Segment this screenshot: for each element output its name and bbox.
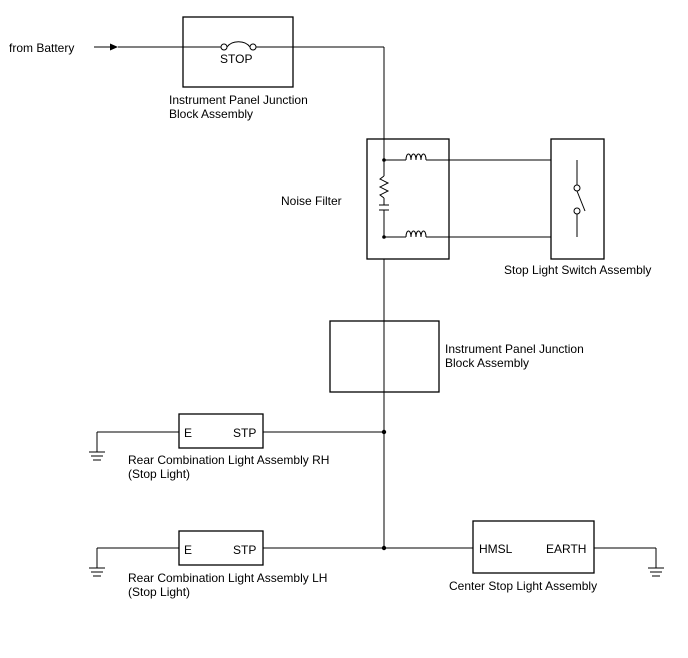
rear-lh-pin-e: E <box>184 543 192 557</box>
fuse-terminal-right <box>249 43 257 51</box>
rear-lh-label-1: Rear Combination Light Assembly LH <box>128 571 327 585</box>
ground-icon-center <box>648 567 664 577</box>
coil-top-icon <box>405 153 427 161</box>
junction-block-mid-label-1: Instrument Panel Junction <box>445 342 584 356</box>
rear-lh-pin-stp: STP <box>233 543 256 557</box>
junction-block-top <box>182 16 294 88</box>
fuse-terminal-left <box>220 43 228 51</box>
rear-rh-label-2: (Stop Light) <box>128 467 190 481</box>
center-pin-hmsl: HMSL <box>479 542 513 556</box>
junction-block-top-label-2: Block Assembly <box>169 107 253 121</box>
stop-light-switch-box <box>550 138 605 260</box>
noise-filter-label: Noise Filter <box>281 194 342 208</box>
resistor-icon <box>378 175 390 199</box>
from-battery-label: from Battery <box>9 41 74 55</box>
fuse-stop-label: STOP <box>220 52 252 66</box>
junction-block-mid-label-2: Block Assembly <box>445 356 529 370</box>
switch-contact-bottom <box>573 207 581 215</box>
center-stop-label: Center Stop Light Assembly <box>449 579 597 593</box>
stop-light-switch-label: Stop Light Switch Assembly <box>504 263 651 277</box>
ground-icon-rh <box>89 451 105 461</box>
noise-filter-box <box>366 138 450 260</box>
arrow-right-icon <box>110 43 118 51</box>
rear-rh-label-1: Rear Combination Light Assembly RH <box>128 453 329 467</box>
rear-lh-label-2: (Stop Light) <box>128 585 190 599</box>
coil-bottom-icon <box>405 230 427 238</box>
switch-contact-top <box>573 184 581 192</box>
ground-icon-lh <box>89 567 105 577</box>
center-pin-earth: EARTH <box>546 542 586 556</box>
rear-rh-pin-stp: STP <box>233 426 256 440</box>
center-stop-light-box <box>472 520 595 574</box>
rear-rh-pin-e: E <box>184 426 192 440</box>
junction-block-top-label-1: Instrument Panel Junction <box>169 93 308 107</box>
junction-block-mid <box>329 320 440 393</box>
switch-icon <box>576 190 586 212</box>
rear-light-lh-box <box>178 530 264 566</box>
fuse-icon <box>226 41 251 48</box>
rear-light-rh-box <box>178 413 264 449</box>
